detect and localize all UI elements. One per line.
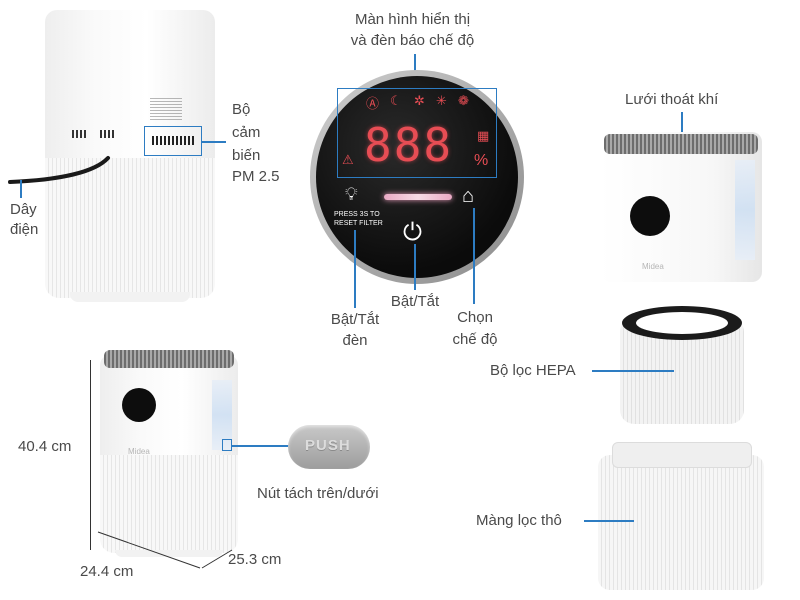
label-width: 24.4 cm bbox=[80, 563, 134, 580]
power-icon[interactable]: ⏻ bbox=[403, 219, 422, 246]
label-outlet: Lưới thoát khí bbox=[625, 91, 719, 108]
label-depth: 25.3 cm bbox=[228, 551, 282, 568]
pre-filter-rim bbox=[612, 442, 752, 468]
label-display-1: Màn hình hiển thị bbox=[354, 11, 471, 28]
outlet-grille bbox=[604, 134, 758, 154]
push-release-button[interactable] bbox=[288, 425, 370, 469]
back-sticker bbox=[150, 98, 182, 120]
front-side-label bbox=[212, 380, 232, 450]
push-button-text: PUSH bbox=[305, 437, 351, 454]
power-pointer bbox=[414, 244, 416, 290]
reset-filter-line1: PRESS 3S TO bbox=[334, 211, 380, 218]
label-mode-1: Chọn bbox=[457, 309, 493, 326]
label-sensor-1: Bộ bbox=[232, 101, 251, 118]
label-light-1: Bật/Tắt bbox=[330, 311, 380, 328]
label-mode-2: chế độ bbox=[452, 331, 498, 348]
hepa-center bbox=[636, 312, 728, 334]
pm25-sensor-highlight bbox=[144, 126, 202, 156]
label-display-2: và đèn báo chế độ bbox=[350, 32, 475, 49]
label-prefilter: Màng lọc thô bbox=[476, 512, 562, 529]
fan-mid-icon[interactable]: ✳ bbox=[436, 93, 447, 108]
fan-high-icon[interactable]: ❁ bbox=[458, 93, 469, 108]
sensor-pointer bbox=[202, 141, 226, 143]
purifier-lower-grille bbox=[45, 158, 215, 298]
display-highlight-box bbox=[337, 88, 497, 178]
vent-slots-right bbox=[100, 130, 114, 138]
pre-filter-mesh bbox=[598, 455, 764, 590]
label-height: 40.4 cm bbox=[18, 438, 72, 455]
label-hepa: Bộ lọc HEPA bbox=[490, 362, 576, 379]
ai-mode-icon[interactable]: Ⓐ bbox=[366, 96, 380, 111]
side-label bbox=[735, 160, 755, 260]
percent-sign: % bbox=[474, 152, 489, 169]
front-mini-display bbox=[122, 388, 156, 422]
light-pointer bbox=[354, 230, 356, 308]
led-digits: 888 bbox=[364, 118, 454, 172]
pm25-sensor-grill bbox=[152, 136, 194, 145]
width-dimension-line bbox=[97, 531, 233, 569]
prefilter-pointer bbox=[584, 520, 634, 522]
child-lock-icon: ▦ bbox=[477, 128, 490, 143]
label-sensor-2: cảm bbox=[232, 124, 261, 141]
reset-filter-line2: RESET FILTER bbox=[334, 220, 383, 227]
purifier-foot bbox=[70, 292, 190, 302]
label-cord-1: Dây bbox=[10, 201, 37, 218]
filter-warning-icon: ⚠ bbox=[342, 152, 354, 167]
height-dimension-line bbox=[90, 360, 91, 550]
release-pointer bbox=[232, 445, 290, 447]
release-button-highlight bbox=[222, 439, 232, 451]
brand-logo: Midea bbox=[642, 262, 664, 271]
label-sensor-4: PM 2.5 bbox=[232, 168, 280, 185]
power-cord bbox=[8, 156, 110, 184]
home-mode-icon[interactable]: ⌂ bbox=[462, 185, 475, 207]
front-lower-grille bbox=[100, 455, 238, 553]
front-top-grille bbox=[104, 350, 234, 368]
front-foot bbox=[115, 550, 223, 557]
label-power: Bật/Tắt bbox=[390, 293, 440, 310]
label-sensor-3: biến bbox=[232, 147, 261, 164]
sleep-mode-icon[interactable]: ☾ bbox=[390, 93, 402, 108]
hepa-pointer bbox=[592, 370, 674, 372]
label-light-2: đèn bbox=[342, 332, 368, 349]
cord-pointer bbox=[20, 180, 22, 198]
fan-low-icon[interactable]: ✲ bbox=[414, 93, 425, 108]
front-brand-logo: Midea bbox=[128, 447, 150, 456]
light-bulb-icon[interactable]: 💡︎ bbox=[345, 184, 358, 204]
label-cord-2: điện bbox=[10, 221, 39, 238]
vent-slots-left bbox=[72, 130, 86, 138]
outlet-pointer bbox=[681, 112, 683, 148]
label-release: Nút tách trên/dưới bbox=[257, 485, 379, 502]
mini-display bbox=[630, 196, 670, 236]
mode-pointer bbox=[473, 208, 475, 304]
indicator-light-bar bbox=[384, 194, 452, 200]
